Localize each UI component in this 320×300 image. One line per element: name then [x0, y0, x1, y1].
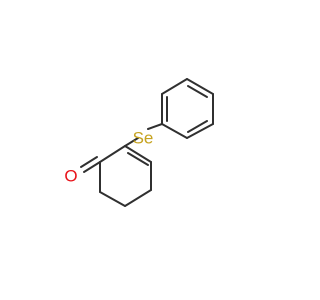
bonds — [80, 78, 214, 207]
bond-c1-c2 — [99, 145, 126, 163]
bond-se-ring — [124, 137, 139, 147]
background — [0, 0, 300, 300]
bond-ph-2 — [186, 123, 214, 139]
oxygen-atom-label: O — [64, 166, 77, 185]
bond-ph-4 — [186, 78, 214, 95]
bond-ph-double-b — [187, 85, 208, 98]
bond-carbonyl-a — [83, 161, 101, 173]
bond-carbonyl-b — [80, 156, 98, 168]
molecule-diagram: Se O — [0, 0, 300, 300]
bond-ph-1 — [161, 123, 188, 139]
bond-c5-c6 — [99, 191, 126, 207]
bond-se-phenyl — [147, 123, 163, 130]
selenium-atom-label: Se — [133, 128, 154, 147]
bond-c2-c3-single — [124, 145, 152, 163]
bond-ph-double-a — [187, 120, 208, 133]
bond-c4-c5 — [124, 189, 152, 207]
bond-c2-c3-double — [127, 152, 149, 166]
bond-ph-5 — [161, 78, 188, 95]
